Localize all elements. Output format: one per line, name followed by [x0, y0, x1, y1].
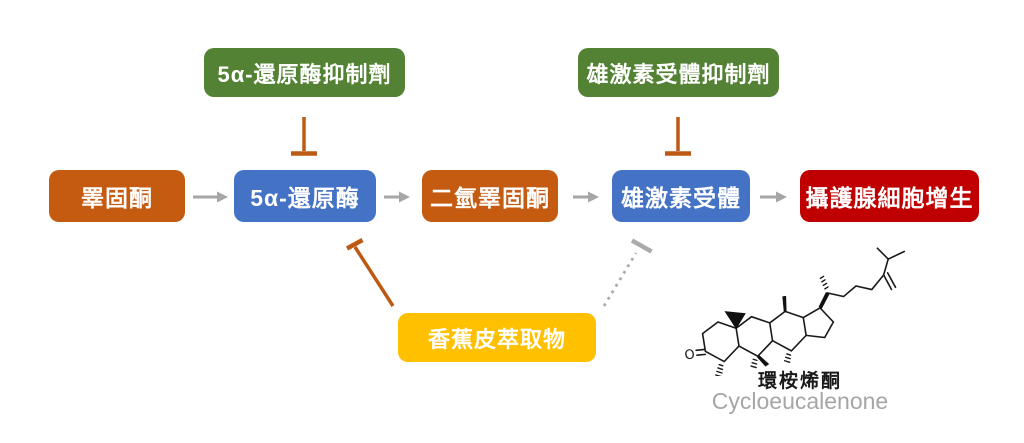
inhibition-tbar-dotted-icon: [602, 238, 653, 307]
box-label: 二氫睪固酮: [430, 185, 550, 211]
box-testosterone: 睪固酮: [49, 170, 185, 222]
inhibition-tbar-icon: [291, 117, 317, 156]
box-label: 5α-還原酶: [250, 185, 360, 211]
arrow-right-icon: [760, 191, 787, 203]
arrow-right-icon: [384, 191, 410, 203]
compound-name-en: Cycloeucalenone: [711, 388, 889, 414]
box-dihydrotestosterone: 二氫睪固酮: [422, 170, 558, 222]
compound-name-zh: 環桉烯酮: [757, 371, 842, 392]
inhibition-tbar-icon: [665, 117, 691, 156]
box-label: 雄激素受體抑制劑: [586, 61, 771, 87]
arrow-right-icon: [573, 191, 599, 203]
box-androgen-receptor: 雄激素受體: [612, 170, 750, 222]
box-label: 雄激素受體: [621, 185, 741, 211]
box-label: 5α-還原酶抑制劑: [217, 61, 392, 87]
box-androgen-receptor-inhibitor: 雄激素受體抑制劑: [578, 48, 779, 97]
inhibition-tbar-solid-icon: [345, 238, 395, 307]
box-label: 攝護腺細胞增生: [805, 185, 974, 211]
box-5a-reductase: 5α-還原酶: [234, 170, 376, 222]
box-label: 香蕉皮萃取物: [427, 326, 566, 352]
box-label: 睪固酮: [81, 185, 153, 211]
cycloeucalenone-structure: O: [684, 247, 906, 376]
box-5a-reductase-inhibitor: 5α-還原酶抑制劑: [204, 48, 405, 97]
box-prostate-cell-proliferation: 攝護腺細胞增生: [800, 170, 979, 222]
arrow-right-icon: [193, 191, 228, 203]
svg-text:O: O: [684, 347, 696, 363]
box-banana-peel-extract: 香蕉皮萃取物: [398, 313, 596, 362]
